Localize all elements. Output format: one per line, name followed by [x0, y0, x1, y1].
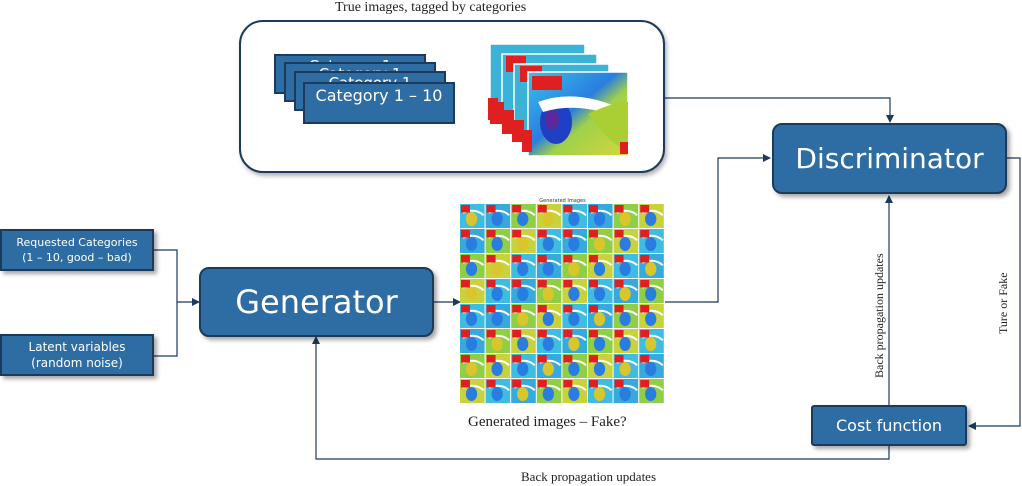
generated-thumbnail [639, 354, 664, 378]
generated-images-caption: Generated images – Fake? [468, 414, 627, 430]
true-image-stack [488, 43, 629, 157]
cost-function-block: Cost function [811, 405, 967, 446]
backprop-bottom-label: Back propagation updates [521, 469, 657, 484]
generated-thumbnail [613, 229, 639, 253]
generated-thumbnail [588, 254, 613, 278]
generated-thumbnail [562, 329, 587, 353]
generated-images-grid: Generated Images [460, 198, 665, 404]
generated-thumbnail [511, 254, 536, 278]
generator-label: Generator [235, 283, 398, 321]
generated-thumbnail [536, 304, 562, 328]
generated-thumbnail [511, 229, 536, 253]
generated-thumbnail [511, 379, 536, 403]
generated-thumbnail [511, 204, 536, 228]
generated-thumbnail [460, 279, 485, 303]
generated-thumbnail [460, 354, 485, 378]
generated-grid-title: Generated Images [539, 198, 586, 204]
generated-thumbnail [639, 229, 664, 253]
generated-thumbnail [460, 329, 485, 353]
generated-thumbnail [485, 304, 511, 328]
generated-thumbnail [485, 229, 511, 253]
category-card-4: Category 1 – 10 [303, 82, 455, 124]
generated-thumbnail [613, 354, 639, 378]
generated-thumbnail [460, 379, 485, 403]
discriminator-block: Discriminator [772, 123, 1007, 194]
generated-thumbnail [485, 204, 511, 228]
requested-categories-line2: (1 – 10, good – bad) [22, 251, 132, 264]
true-images-title: True images, tagged by categories [335, 0, 527, 15]
generated-thumbnail [639, 254, 664, 278]
generated-thumbnail [588, 279, 613, 303]
contour-image-front [527, 71, 629, 157]
edge-cost-to-generator [312, 336, 890, 460]
generated-thumbnail [511, 279, 536, 303]
generated-thumbnail [588, 379, 613, 403]
edge-generated-to-discriminator [665, 154, 771, 303]
discriminator-label: Discriminator [795, 142, 984, 175]
generated-thumbnail [613, 279, 639, 303]
latent-variables-line1: Latent variables [28, 340, 126, 354]
generated-thumbnail [588, 304, 613, 328]
generated-thumbnail [460, 229, 485, 253]
generated-thumbnail [536, 254, 562, 278]
generated-thumbnail [613, 329, 639, 353]
generated-thumbnail [562, 279, 587, 303]
generated-thumbnail [613, 204, 639, 228]
generated-thumbnail [536, 354, 562, 378]
generated-thumbnail [536, 379, 562, 403]
generated-thumbnail [639, 304, 664, 328]
backprop-vertical-label: Back propagation updates [872, 253, 886, 378]
generated-thumbnail [639, 279, 664, 303]
generated-thumbnail [613, 379, 639, 403]
edge-true-to-discriminator [665, 97, 894, 123]
generated-thumbnail [460, 254, 485, 278]
generated-thumbnail [613, 304, 639, 328]
generated-thumbnail [485, 379, 511, 403]
generated-thumbnail [485, 329, 511, 353]
generated-thumbnail [536, 229, 562, 253]
generated-thumbnail [460, 204, 485, 228]
generated-thumbnail [485, 354, 511, 378]
generated-thumbnail [562, 254, 587, 278]
generated-thumbnail [511, 329, 536, 353]
edge-discriminator-to-cost [968, 157, 1021, 430]
latent-variables-line2: (random noise) [31, 356, 123, 370]
generator-block: Generator [199, 267, 434, 337]
generated-thumbnail [511, 304, 536, 328]
red-label-stack [490, 102, 532, 152]
generated-thumbnail [639, 379, 664, 403]
generated-thumbnail [562, 229, 587, 253]
generated-thumbnail [588, 329, 613, 353]
generated-thumbnail [562, 304, 587, 328]
cost-function-label: Cost function [835, 416, 942, 435]
generated-thumbnail [639, 204, 664, 228]
generated-thumbnail [562, 204, 587, 228]
generated-thumbnail [511, 354, 536, 378]
generated-thumbnail [562, 379, 587, 403]
edge-categories-merge [154, 249, 178, 357]
generated-thumbnail [588, 204, 613, 228]
generated-thumbnail [613, 254, 639, 278]
true-or-fake-label: Ture or Fake [996, 272, 1010, 334]
generated-thumbnail [485, 279, 511, 303]
generated-thumbnail [536, 204, 562, 228]
requested-categories-box: Requested Categories (1 – 10, good – bad… [0, 229, 154, 271]
generated-thumbnail [588, 229, 613, 253]
generated-thumbnail [562, 354, 587, 378]
generated-thumbnail [536, 329, 562, 353]
generated-thumbnail [485, 254, 511, 278]
generated-thumbnail [460, 304, 485, 328]
generated-thumbnail [588, 354, 613, 378]
generated-thumbnail [639, 329, 664, 353]
latent-variables-box: Latent variables (random noise) [0, 334, 154, 376]
requested-categories-line1: Requested Categories [16, 236, 138, 249]
generated-thumbnail [536, 279, 562, 303]
